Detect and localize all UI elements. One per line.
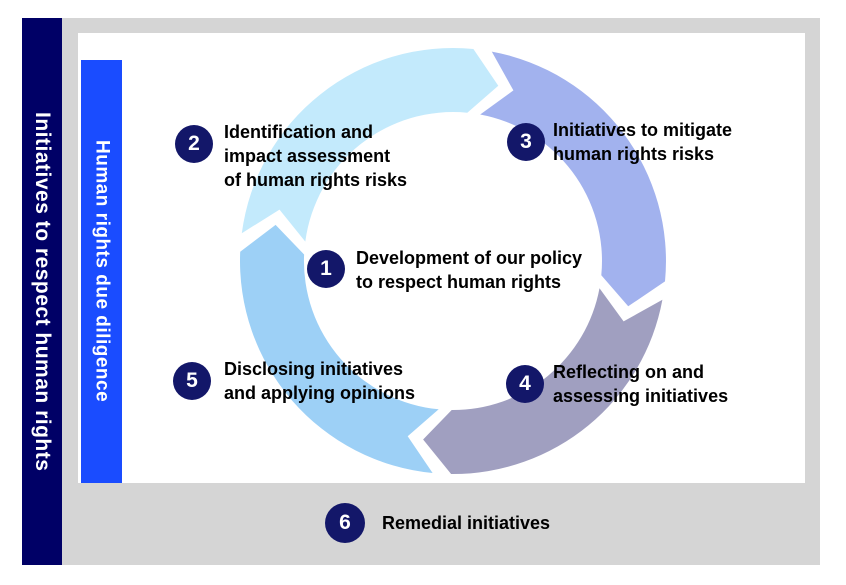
- step-4-text: Reflecting on and assessing initiatives: [553, 362, 729, 406]
- step-2-badge: 2: [175, 125, 213, 163]
- left-banner: Initiatives to respect human rights: [22, 18, 62, 565]
- step-5-text: Disclosing initiatives and applying opin…: [224, 359, 415, 403]
- left-banner-label: Initiatives to respect human rights: [31, 111, 54, 472]
- due-diligence-banner-label: Human rights due diligence: [91, 140, 113, 403]
- step-4-badge: 4: [506, 365, 544, 403]
- step-3-text: Initiatives to mitigate human rights ris…: [553, 120, 733, 164]
- due-diligence-banner: Human rights due diligence: [81, 60, 122, 483]
- step-5-badge: 5: [173, 362, 211, 400]
- step-6-badge: 6: [325, 503, 365, 543]
- step-2-text: Identification and impact assessment of …: [224, 122, 408, 190]
- step-1-badge: 1: [307, 250, 345, 288]
- step-1-text: Development of our policy to respect hum…: [356, 248, 583, 292]
- step-3-badge: 3: [507, 123, 545, 161]
- step-6-label: Remedial initiatives: [382, 513, 551, 533]
